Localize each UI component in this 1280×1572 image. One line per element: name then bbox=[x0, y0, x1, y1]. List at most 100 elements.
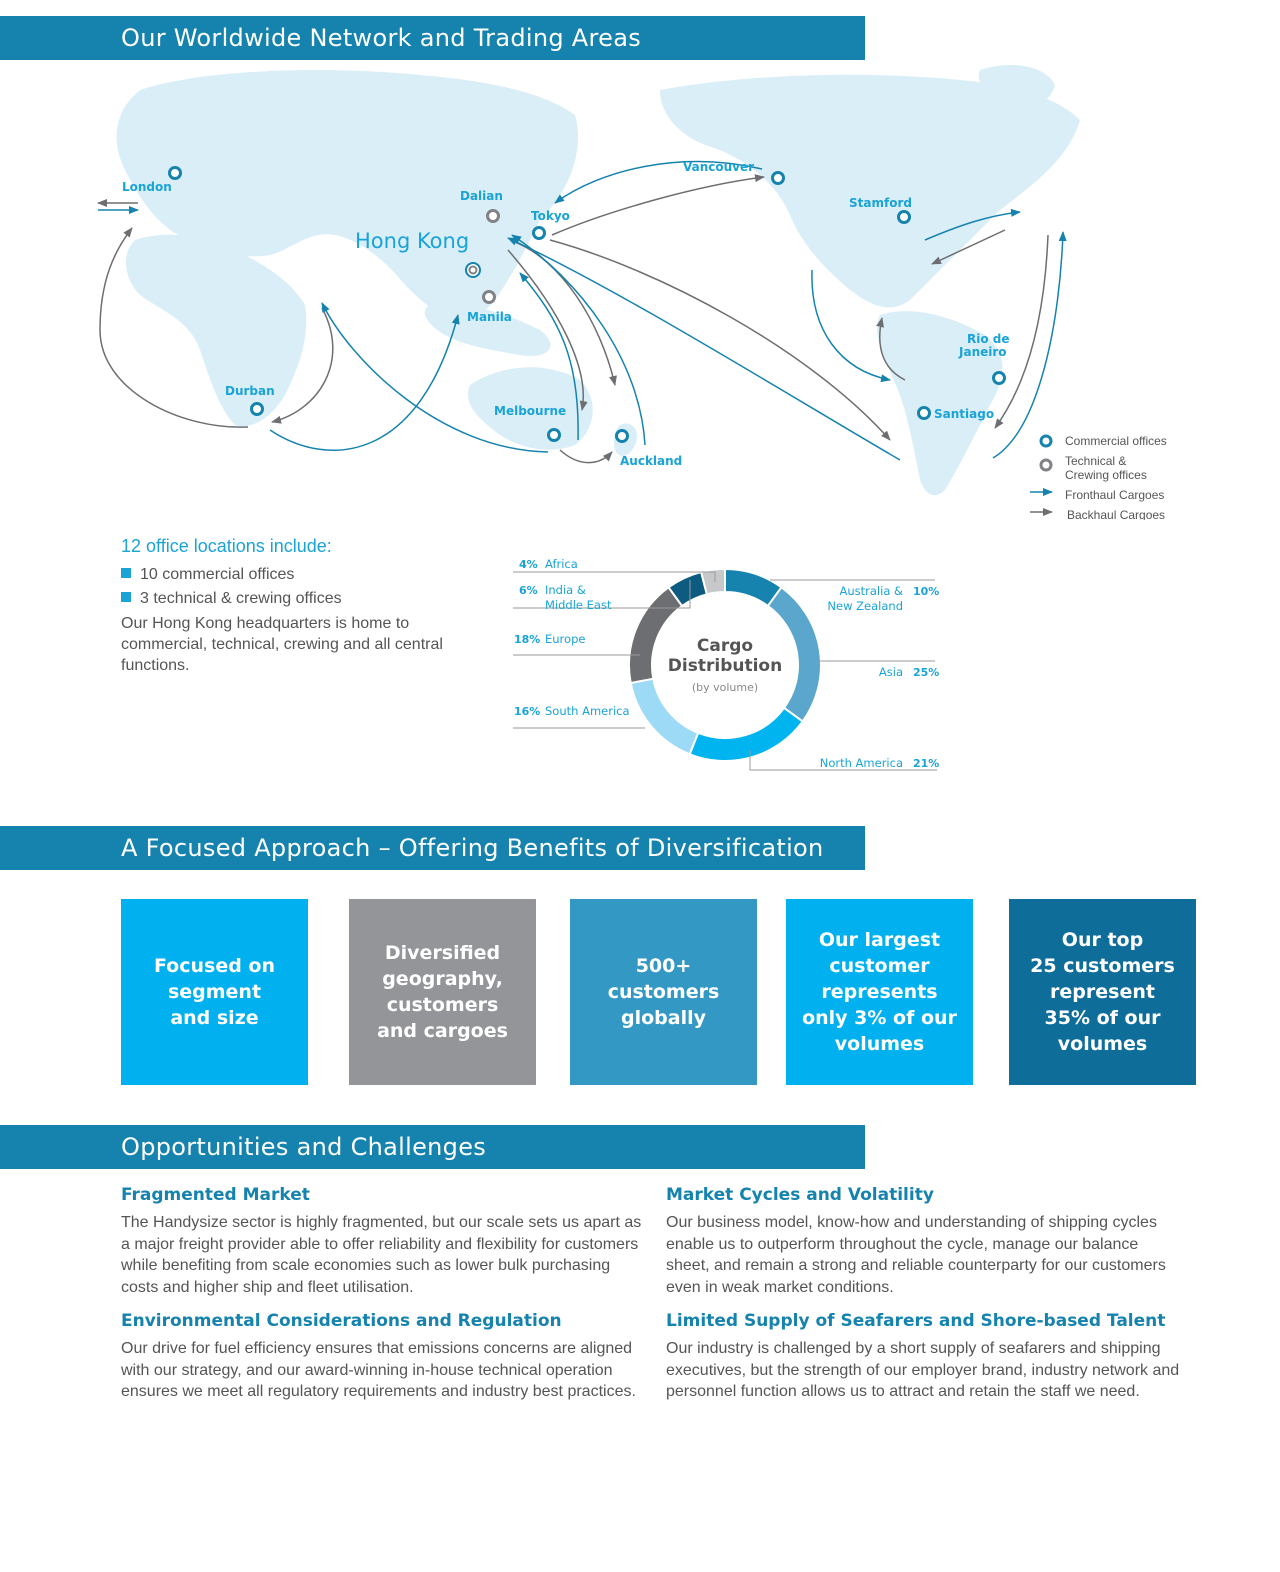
leader-line-north-america bbox=[749, 750, 937, 771]
opportunity-seafarers: Limited Supply of Seafarers and Shore-ba… bbox=[666, 1308, 1181, 1403]
hq-note: Our Hong Kong headquarters is home to co… bbox=[121, 615, 443, 674]
commercial-office-marker bbox=[532, 226, 546, 240]
backhaul-route bbox=[514, 241, 617, 386]
office-locations: 12 office locations include: 10 commerci… bbox=[121, 536, 451, 676]
fronthaul-route bbox=[554, 160, 763, 204]
donut-segment-africa bbox=[699, 567, 726, 596]
segment-label-asia: Asia bbox=[879, 665, 903, 679]
fronthaul-routes bbox=[98, 160, 1067, 461]
opportunity-environmental: Environmental Considerations and Regulat… bbox=[121, 1308, 651, 1403]
commercial-office-marker bbox=[992, 371, 1006, 385]
opportunity-title: Limited Supply of Seafarers and Shore-ba… bbox=[666, 1311, 1166, 1331]
segment-label-north-america: North America bbox=[820, 756, 903, 770]
donut-center-subtitle: (by volume) bbox=[692, 681, 758, 694]
segment-label-australia-line1: Australia & bbox=[840, 584, 904, 598]
opportunity-title: Environmental Considerations and Regulat… bbox=[121, 1311, 562, 1331]
hq-label-hong-kong: Hong Kong bbox=[355, 229, 469, 253]
office-list-item-label: 10 commercial offices bbox=[140, 566, 295, 583]
city-label-tokyo: Tokyo bbox=[531, 209, 570, 223]
opportunity-title: Fragmented Market bbox=[121, 1185, 310, 1205]
office-list-item: 10 commercial offices bbox=[121, 563, 451, 587]
fronthaul-route bbox=[321, 302, 549, 453]
opportunity-fragmented-market: Fragmented Market The Handysize sector i… bbox=[121, 1182, 651, 1298]
cargo-distribution-donut-chart: 4% Africa 6% India & Middle East 18% Eur… bbox=[513, 557, 939, 771]
fronthaul-route bbox=[924, 208, 1021, 241]
city-label-durban: Durban bbox=[225, 384, 275, 398]
approach-box-text: Focused on segment and size bbox=[153, 955, 276, 1029]
headquarters-marker-inner bbox=[468, 265, 478, 275]
backhaul-route bbox=[876, 317, 906, 381]
opportunity-market-cycles: Market Cycles and Volatility Our busines… bbox=[666, 1182, 1181, 1298]
legend-technical-label-line2: Crewing offices bbox=[1065, 468, 1147, 482]
approach-box-focus: Focused on segment and size bbox=[121, 899, 308, 1085]
approach-box-diversified: Diversified geography, customers and car… bbox=[349, 899, 536, 1085]
fronthaul-route bbox=[511, 234, 646, 446]
city-label-dalian: Dalian bbox=[460, 189, 503, 203]
fronthaul-route bbox=[811, 269, 891, 383]
segment-pct-north-america: 21% bbox=[913, 757, 939, 770]
network-section-title: Our Worldwide Network and Trading Areas bbox=[121, 24, 642, 52]
greenland-landmass bbox=[978, 65, 1055, 109]
legend-backhaul-label: Backhaul Cargoes bbox=[1067, 508, 1165, 520]
legend-fronthaul-label: Fronthaul Cargoes bbox=[1065, 488, 1164, 502]
legend-commercial-label: Commercial offices bbox=[1065, 434, 1167, 448]
backhaul-route bbox=[559, 449, 613, 464]
backhaul-route bbox=[507, 249, 588, 411]
eurasia-landmass bbox=[116, 70, 579, 321]
legend-commercial-icon bbox=[1039, 434, 1053, 448]
bullet-square-icon bbox=[121, 591, 131, 602]
commercial-office-marker bbox=[168, 166, 182, 180]
approach-box-largest-customer: Our largest customer represents only 3% … bbox=[786, 899, 973, 1085]
opportunity-title: Market Cycles and Volatility bbox=[666, 1185, 934, 1205]
backhaul-route bbox=[549, 239, 891, 441]
opportunity-body: Our drive for fuel efficiency ensures th… bbox=[121, 1340, 636, 1400]
segment-pct-india: 6% bbox=[519, 584, 538, 597]
segment-label-india-line1: India & bbox=[545, 583, 586, 597]
city-label-auckland: Auckland bbox=[620, 454, 682, 468]
backhaul-route bbox=[931, 229, 1006, 265]
approach-box-text: 500+ customers globally bbox=[607, 955, 720, 1029]
commercial-office-marker bbox=[771, 171, 785, 185]
legend-technical-icon bbox=[1039, 458, 1053, 472]
approach-box-text: Our top 25 customers represent 35% of ou… bbox=[1030, 929, 1175, 1055]
donut-segment-south-america bbox=[629, 677, 700, 756]
backhaul-route bbox=[551, 174, 765, 236]
city-label-vancouver: Vancouver bbox=[683, 160, 754, 174]
commercial-office-marker bbox=[917, 406, 931, 420]
commercial-office-marker bbox=[897, 210, 911, 224]
city-label-santiago: Santiago bbox=[934, 407, 994, 421]
segment-pct-europe: 18% bbox=[514, 633, 540, 646]
segment-label-europe: Europe bbox=[545, 632, 585, 646]
approach-box-customers: 500+ customers globally bbox=[570, 899, 757, 1085]
fronthaul-route bbox=[519, 272, 579, 441]
city-label-rio-line1: Rio de bbox=[967, 332, 1010, 346]
fronthaul-route bbox=[992, 231, 1067, 459]
opportunity-body: Our industry is challenged by a short su… bbox=[666, 1340, 1180, 1400]
segment-label-south-america: South America bbox=[545, 704, 630, 718]
segment-label-africa: Africa bbox=[545, 557, 578, 571]
donut-segment-north-america bbox=[688, 706, 805, 762]
approach-box-text: Our largest customer represents only 3% … bbox=[802, 929, 957, 1055]
segment-pct-south-america: 16% bbox=[514, 705, 540, 718]
fronthaul-route bbox=[269, 314, 460, 451]
donut-leader-lines bbox=[513, 571, 937, 771]
map-legend: Commercial offices Technical & Crewing o… bbox=[1030, 434, 1167, 520]
segment-pct-asia: 25% bbox=[913, 666, 939, 679]
segment-label-australia-line2: New Zealand bbox=[827, 599, 903, 613]
australia-landmass bbox=[468, 367, 593, 450]
segment-pct-africa: 4% bbox=[519, 558, 538, 571]
leader-line-india bbox=[513, 580, 691, 609]
commercial-office-marker bbox=[547, 428, 561, 442]
office-locations-heading: 12 office locations include: bbox=[121, 536, 332, 556]
opportunity-body: Our business model, know-how and underst… bbox=[666, 1214, 1166, 1296]
backhaul-route bbox=[271, 307, 334, 424]
office-list-item-label: 3 technical & crewing offices bbox=[140, 590, 342, 607]
city-label-stamford: Stamford bbox=[849, 196, 912, 210]
bullet-square-icon bbox=[121, 567, 131, 578]
donut-segment-asia bbox=[766, 585, 822, 723]
approach-box-top-customers: Our top 25 customers represent 35% of ou… bbox=[1009, 899, 1196, 1085]
donut-segments bbox=[628, 567, 822, 762]
approach-section-title: A Focused Approach – Offering Benefits o… bbox=[121, 834, 824, 862]
office-markers bbox=[168, 166, 1006, 443]
city-label-manila: Manila bbox=[467, 310, 512, 324]
